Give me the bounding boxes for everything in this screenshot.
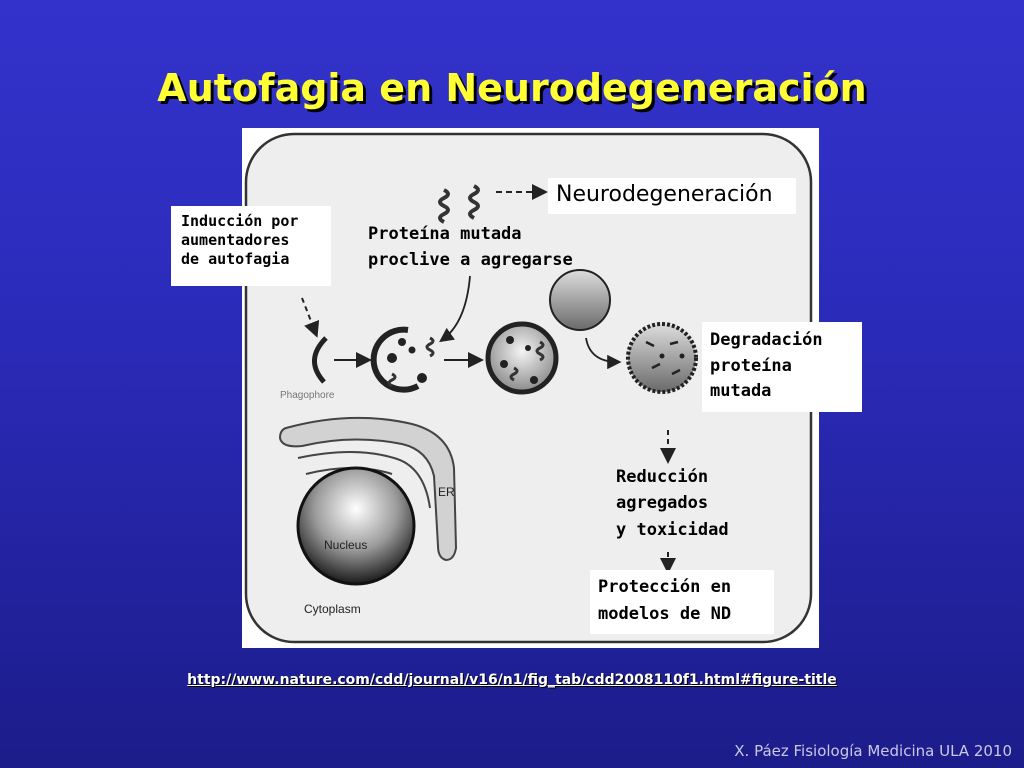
degradation-label: Degradación proteína mutada: [702, 322, 862, 412]
phagophore-cup: [370, 326, 420, 393]
lysosome-arrow: [585, 337, 622, 370]
phagophore-text: Phagophore: [280, 390, 335, 401]
nucleus-text: Nucleus: [324, 538, 368, 552]
autophagosome: [485, 321, 559, 395]
induction-label: Inducción por aumentadores de autofagia: [171, 206, 331, 286]
slide-footer: X. Páez Fisiología Medicina ULA 2010: [734, 742, 1012, 760]
slide-title: Autofagia en Neurodegeneración: [157, 66, 867, 110]
lysosome: [549, 269, 611, 331]
protein-arrow: [439, 275, 471, 343]
source-link[interactable]: http://www.nature.com/cdd/journal/v16/n1…: [187, 672, 837, 688]
er-text: ER: [438, 485, 455, 499]
protein-squiggle-1: [438, 188, 450, 224]
neurodegeneration-label: Neurodegeneración: [548, 178, 796, 214]
protein-squiggle-2: [468, 184, 480, 220]
protection-label: Protección en modelos de ND: [590, 570, 774, 634]
nucleus: [296, 466, 416, 586]
dashed-arrow-induction: [301, 297, 320, 338]
mutated-protein-label: Proteína mutada proclive a agregarse: [368, 224, 573, 270]
isolation-membrane: [312, 336, 328, 384]
reduction-label: Reducción agregados y toxicidad: [616, 467, 729, 540]
endoplasmic-reticulum: [278, 416, 458, 562]
cytoplasm-text: Cytoplasm: [304, 602, 361, 616]
